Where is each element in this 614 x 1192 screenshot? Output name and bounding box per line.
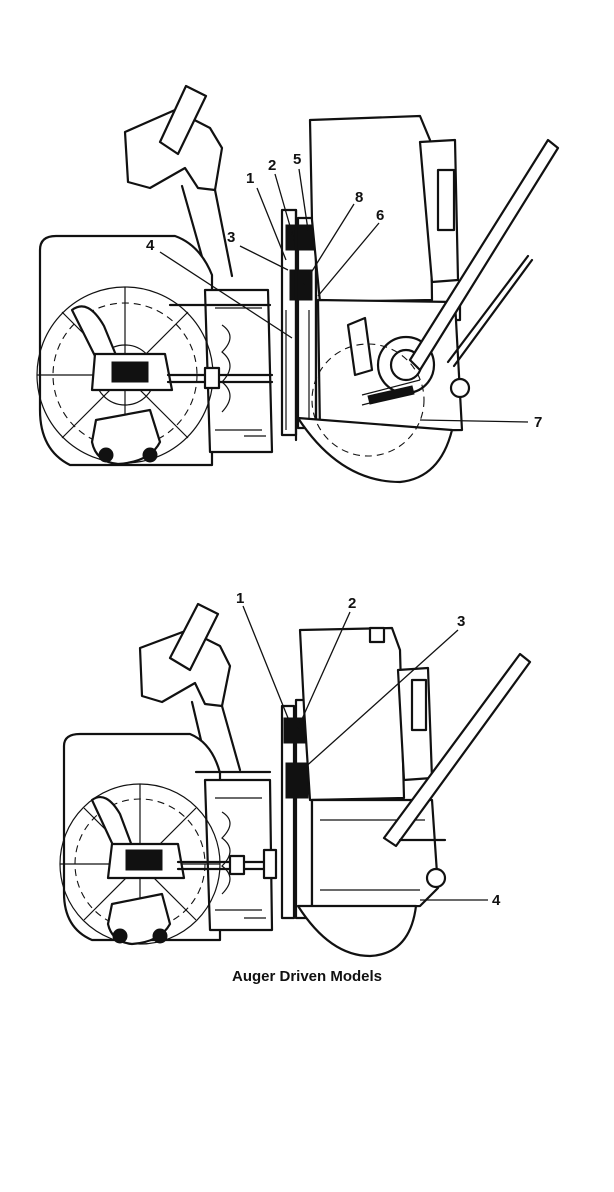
callout-6: 6 — [376, 207, 384, 224]
callout-2: 2 — [348, 595, 356, 612]
callout-7: 7 — [534, 414, 542, 431]
top-diagram-svg: 1 2 5 8 3 6 4 7 — [0, 70, 614, 490]
callout-4: 4 — [146, 237, 155, 254]
callout-8: 8 — [355, 189, 363, 206]
figure-caption: Auger Driven Models — [0, 968, 614, 985]
belt-and-pulleys — [282, 210, 316, 440]
top-diagram: 1 2 5 8 3 6 4 7 — [0, 70, 614, 490]
callout-5: 5 — [293, 151, 301, 168]
bottom-diagram: 1 2 3 4 — [0, 588, 614, 960]
impeller-wheel — [60, 784, 220, 944]
callout-1: 1 — [236, 590, 244, 607]
engine — [300, 628, 432, 800]
bottom-diagram-svg: 1 2 3 4 — [0, 588, 614, 960]
callout-3: 3 — [227, 229, 235, 246]
drive-housing — [312, 800, 445, 908]
callout-2: 2 — [268, 157, 276, 174]
engine — [310, 116, 460, 320]
callout-3: 3 — [457, 613, 465, 630]
callout-4: 4 — [492, 892, 501, 909]
drive-wheel — [298, 906, 416, 956]
callout-1: 1 — [246, 170, 254, 187]
